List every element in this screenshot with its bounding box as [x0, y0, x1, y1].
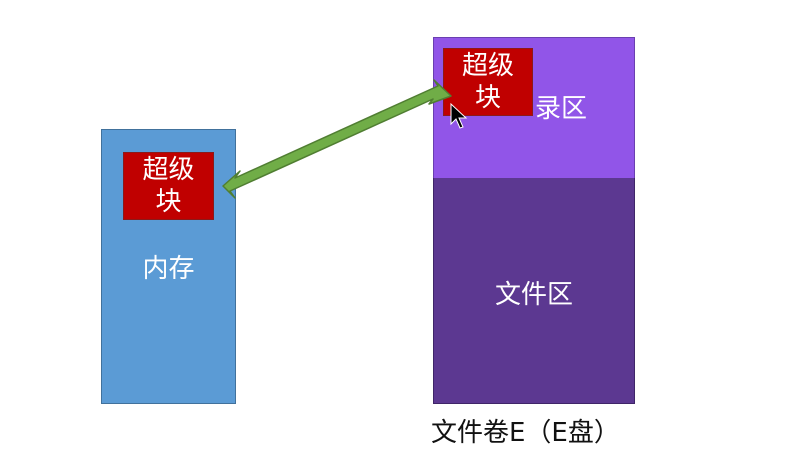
volume-caption: 文件卷E（E盘）: [431, 418, 620, 448]
memory-label: 内存: [142, 254, 195, 284]
volume-superblock: 超级 块: [443, 48, 533, 116]
file-area-label: 文件区: [494, 280, 573, 310]
volume-superblock-line2: 块: [474, 83, 501, 113]
directory-area-label: 录区: [535, 94, 588, 124]
volume-superblock-line1: 超级: [461, 51, 514, 81]
memory-superblock-line1: 超级: [142, 155, 195, 185]
memory-superblock-line2: 块: [155, 187, 182, 217]
mouse-cursor-icon: [450, 102, 468, 129]
file-area: [433, 178, 635, 404]
memory-superblock: 超级 块: [123, 152, 214, 220]
double-arrow: [222, 79, 452, 199]
